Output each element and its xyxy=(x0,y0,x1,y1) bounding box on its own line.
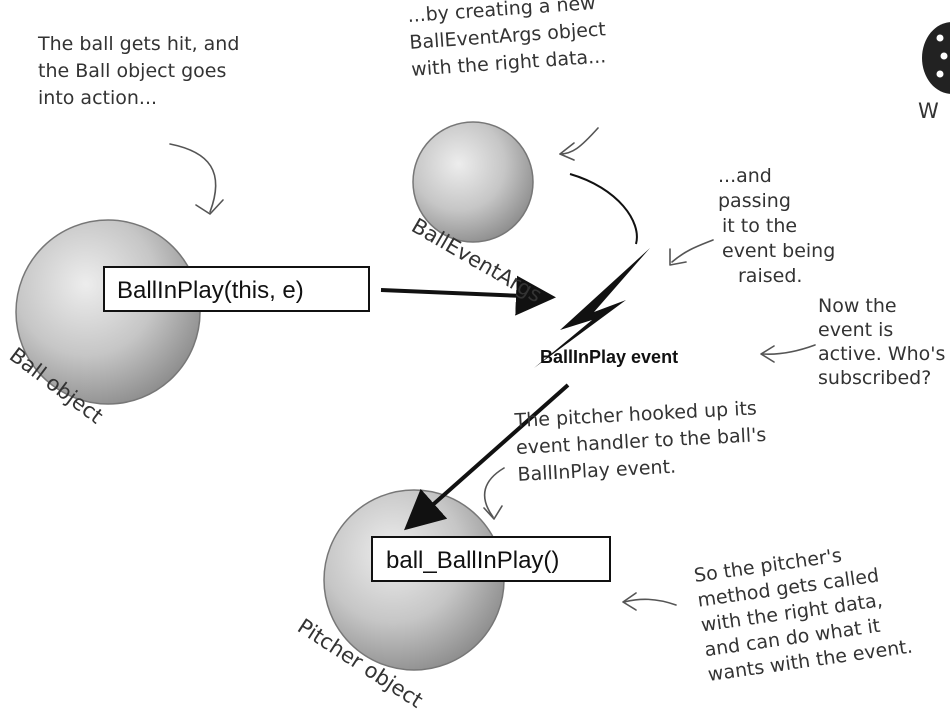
annotation-line: event being xyxy=(722,240,835,262)
annotation-arrowhead-pitcher-hooked xyxy=(483,505,503,520)
annotation-line: raised. xyxy=(738,265,802,287)
ball-method-box xyxy=(103,266,370,312)
notify-arrow xyxy=(404,383,570,531)
annotation-arrowhead-now-active xyxy=(760,345,775,363)
pitcher-method-text: ball_BallInPlay() xyxy=(386,547,559,574)
pitcher-method-box xyxy=(371,536,611,582)
annotation-line: Now the xyxy=(818,295,897,317)
annotation-line: subscribed? xyxy=(818,367,931,389)
ball-event-args-sphere xyxy=(412,121,534,243)
annotation-line: the Ball object goes xyxy=(38,60,226,82)
annotation-ball-hit: The ball gets hit, and the Ball object g… xyxy=(37,33,245,109)
annotation-arrow-pitcher-hooked xyxy=(483,467,505,518)
annotation-creating-args: ...by creating a new BallEventArgs objec… xyxy=(407,0,615,81)
annotation-line: it to the xyxy=(722,215,797,237)
annotation-line: active. Who's xyxy=(818,343,945,365)
annotation-arrow-passing xyxy=(671,239,714,263)
annotation-line: into action... xyxy=(38,87,157,109)
annotation-pitcher-hooked: The pitcher hooked up its event handler … xyxy=(513,397,774,486)
annotation-line: ...and xyxy=(718,165,772,187)
annotation-line: BallInPlay event. xyxy=(517,456,677,486)
annotation-now-active: Now the event is active. Who's subscribe… xyxy=(818,295,950,389)
annotation-line: The ball gets hit, and xyxy=(37,33,239,55)
ball-method-text: BallInPlay(this, e) xyxy=(117,277,304,304)
annotation-line: passing xyxy=(718,190,791,212)
annotation-arrowhead-method-called xyxy=(622,592,637,611)
call-arrow xyxy=(380,275,556,316)
annotation-method-called: So the pitcher's method gets called with… xyxy=(693,536,914,686)
corner-partial-text: W xyxy=(918,99,939,123)
annotation-line: event is xyxy=(818,319,893,341)
event-label: BallInPlay event xyxy=(540,347,678,367)
annotation-arrow-method-called xyxy=(623,598,677,606)
lightning-bolt-icon xyxy=(534,248,650,368)
corner-sphere-icon xyxy=(922,22,950,94)
annotation-arrowhead-ball-hit xyxy=(195,199,224,215)
annotation-arrow-ball-hit xyxy=(169,143,217,213)
annotation-arrow-creating-args xyxy=(559,127,599,155)
annotation-arrowhead-passing xyxy=(669,248,687,266)
annotation-passing: ...and passing it to the event being rai… xyxy=(718,165,841,287)
annotation-arrowhead-creating-args xyxy=(559,142,575,161)
args-connector xyxy=(569,173,638,245)
annotation-arrow-now-active xyxy=(762,344,816,355)
